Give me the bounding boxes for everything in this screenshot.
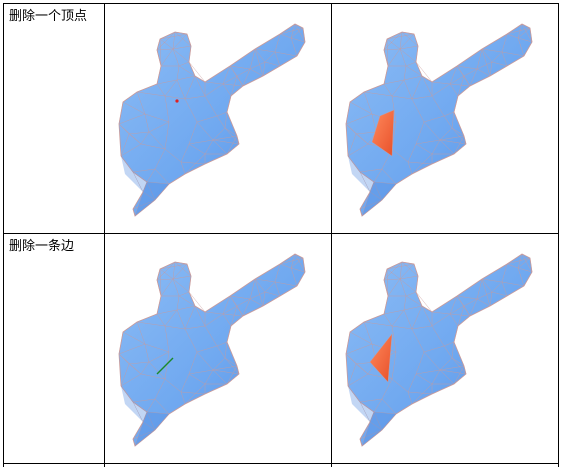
label-cell: 删除一个顶点 [3, 3, 105, 234]
mesh-before-vertex-removal [118, 23, 306, 217]
selected-vertex-marker [175, 99, 179, 103]
mesh-shadow [348, 156, 396, 216]
mesh-shadow [348, 386, 396, 446]
table-row [3, 463, 559, 467]
selected-edge-marker [156, 357, 174, 375]
retriangulated-patch [371, 109, 395, 157]
mesh-wireframe [345, 253, 533, 447]
mesh-wireframe [118, 253, 306, 447]
mesh-before-edge-removal [118, 253, 306, 447]
before-image-cell [104, 3, 332, 234]
mesh-after-edge-removal [345, 253, 533, 447]
mesh-shadow [121, 156, 169, 216]
before-image-cell [104, 233, 332, 464]
table-row: 删除一个顶点 [3, 3, 559, 234]
comparison-table: 删除一个顶点 删除一条边 [3, 3, 559, 467]
table-row: 删除一条边 [3, 233, 559, 464]
label-cell: 删除一条边 [3, 233, 105, 464]
row-label: 删除一条边 [9, 239, 75, 254]
mesh-shadow [121, 386, 169, 446]
after-image-cell [331, 233, 559, 464]
retriangulated-patch [369, 333, 393, 383]
mesh-wireframe [345, 23, 533, 217]
mesh-after-vertex-removal [345, 23, 533, 217]
row-label: 删除一个顶点 [9, 9, 88, 24]
mesh-wireframe [118, 23, 306, 217]
after-image-cell [331, 3, 559, 234]
